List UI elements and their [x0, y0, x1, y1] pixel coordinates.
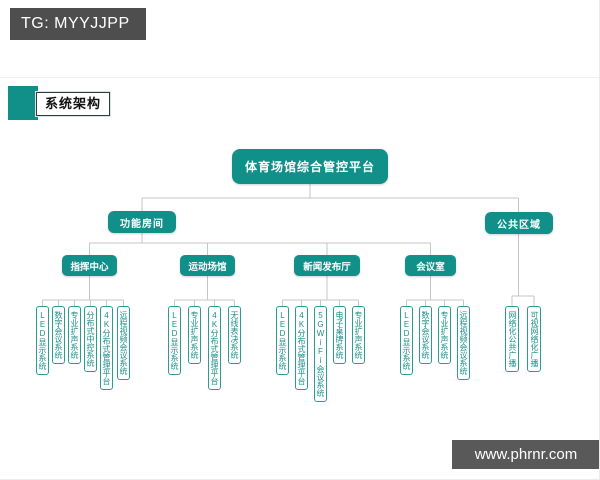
section-title: 系统架构 — [35, 91, 111, 117]
node-meeting-room: 会议室 — [405, 255, 456, 276]
system-leaf: 4K分布式管理平台 — [100, 306, 113, 390]
system-leaf: 专业扩声系统 — [68, 306, 81, 364]
node-sports-venue: 运动场馆 — [180, 255, 235, 276]
title-accent-block — [8, 86, 38, 120]
system-leaf: LED显示系统 — [400, 306, 413, 375]
telegram-tag: TG: MYYJJPP — [10, 8, 146, 40]
system-leaf: 可视网络化广播 — [527, 306, 541, 372]
system-leaf: 分布式中控系统 — [84, 306, 97, 372]
system-leaf: 远程视频会议系统 — [117, 306, 130, 380]
system-leaf: 专业扩声系统 — [188, 306, 201, 364]
node-platform-root: 体育场馆综合管控平台 — [232, 149, 388, 184]
system-leaf: 数字会议系统 — [419, 306, 432, 364]
system-leaf: 专业扩声系统 — [352, 306, 365, 364]
system-leaf: 远程视频会议系统 — [457, 306, 470, 380]
website-watermark: www.phrnr.com — [452, 440, 599, 469]
system-leaf: 专业扩声系统 — [438, 306, 451, 364]
system-leaf: 无线表决系统 — [228, 306, 241, 364]
node-command-center: 指挥中心 — [62, 255, 117, 276]
system-leaf: 网络化公共广播 — [505, 306, 519, 372]
system-leaf: LED显示系统 — [36, 306, 49, 375]
node-public-area: 公共区域 — [485, 212, 553, 234]
system-leaf: 4K分布式管理平台 — [208, 306, 221, 390]
system-leaf: LED显示系统 — [168, 306, 181, 375]
slide-top-edge — [0, 77, 599, 78]
system-leaf: 电子桌牌系统 — [333, 306, 346, 364]
system-leaf: 4K分布式管理平台 — [295, 306, 308, 390]
system-leaf: LED显示系统 — [276, 306, 289, 375]
system-leaf: 数字会议系统 — [52, 306, 65, 364]
node-press-hall: 新闻发布厅 — [294, 255, 360, 276]
node-functional-rooms: 功能房间 — [108, 211, 176, 233]
system-leaf: 5GWiFi会议系统 — [314, 306, 327, 402]
